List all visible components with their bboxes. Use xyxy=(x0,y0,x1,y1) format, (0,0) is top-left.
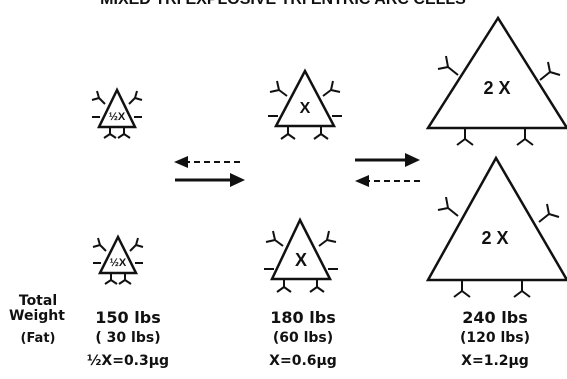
cell-label: 2 X xyxy=(483,78,510,98)
dashed-arrow-left-2-head xyxy=(355,175,369,187)
cell-label: X xyxy=(300,100,311,117)
column-large: 240 lbs (120 lbs) X=1.2µg xyxy=(440,308,550,374)
cell-label: 2 X xyxy=(481,228,508,248)
cell-large-bottom: 2 X xyxy=(425,155,567,298)
cell-large-top: 2 X xyxy=(425,15,567,146)
weight-value: 240 lbs xyxy=(462,308,528,327)
dose-value: X=0.6µg xyxy=(269,353,337,369)
solid-arrow-right-2-head xyxy=(405,153,420,167)
arrows-right-pair xyxy=(355,153,420,187)
cell-label: ½X xyxy=(110,257,127,269)
fat-value: (120 lbs) xyxy=(459,330,531,346)
cell-small-top: ½X xyxy=(91,87,143,139)
cell-label: ½X xyxy=(109,111,126,123)
cell-small-bottom: ½X xyxy=(92,234,144,285)
fat-value: (60 lbs) xyxy=(272,330,334,346)
cell-medium-top: X xyxy=(268,68,342,140)
cell-medium-bottom: X xyxy=(264,217,338,293)
weight-value: 180 lbs xyxy=(270,308,336,327)
dose-value: ½X=0.3µg xyxy=(86,353,170,369)
column-medium: 180 lbs (60 lbs) X=0.6µg xyxy=(248,308,358,374)
column-small: 150 lbs ( 30 lbs) ½X=0.3µg xyxy=(78,308,178,374)
row-label-total: Total xyxy=(18,293,58,309)
arrows-left-pair xyxy=(174,156,245,187)
row-label-fat: (Fat) xyxy=(20,331,56,346)
weight-value: 150 lbs xyxy=(95,308,161,327)
dose-value: X=1.2µg xyxy=(461,353,529,369)
fat-value: ( 30 lbs) xyxy=(95,330,161,346)
solid-arrow-right-head xyxy=(230,173,245,187)
header-text: MIXED TRI EXPLOSIVE TRI ENTRIC ARC CELLS xyxy=(100,0,466,8)
dashed-arrow-left-head xyxy=(174,156,188,168)
cell-label: X xyxy=(295,250,307,270)
row-label-weight: Weight xyxy=(9,308,65,324)
